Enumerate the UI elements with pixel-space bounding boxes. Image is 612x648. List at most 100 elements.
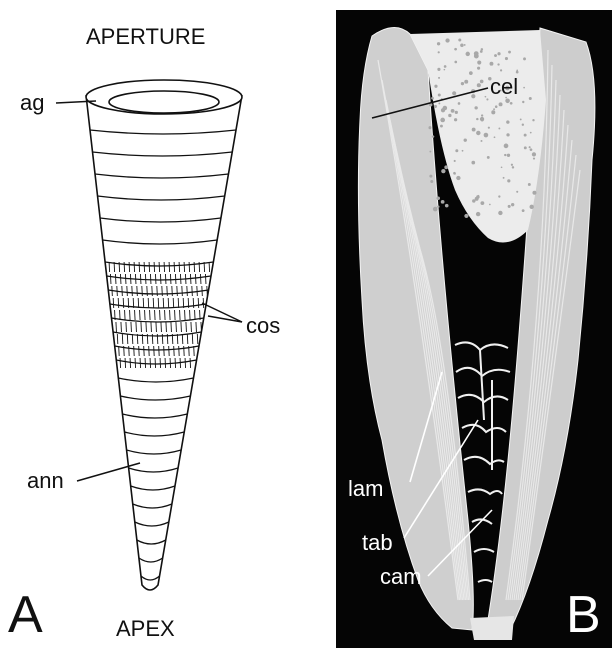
panel-a xyxy=(86,80,242,590)
speckle xyxy=(481,114,483,116)
speckle xyxy=(511,203,514,206)
costa-line xyxy=(167,286,168,296)
costa-line xyxy=(171,322,172,332)
costa-line xyxy=(194,262,195,272)
speckle xyxy=(445,38,449,42)
speckle xyxy=(476,212,480,216)
costa-line xyxy=(129,262,130,272)
speckle xyxy=(466,52,470,56)
annulation-line xyxy=(108,290,208,294)
costa-line xyxy=(150,358,151,368)
speckle xyxy=(533,158,535,160)
costa-line xyxy=(173,298,174,308)
speckle xyxy=(471,161,475,165)
speckle xyxy=(532,152,536,156)
costa-line xyxy=(160,310,161,320)
costa-line xyxy=(125,310,126,320)
speckle xyxy=(511,164,513,166)
costa-line xyxy=(207,286,208,296)
label-lam: lam xyxy=(348,476,383,501)
costa-line xyxy=(132,286,133,296)
costa-line xyxy=(131,322,132,332)
annulation-line xyxy=(93,152,233,156)
annulation-line xyxy=(133,504,172,508)
costa-line xyxy=(112,286,113,296)
costa-line xyxy=(114,262,115,272)
costa-line xyxy=(193,298,194,308)
costa-line xyxy=(120,358,121,368)
costa-line xyxy=(179,262,180,272)
costa-line xyxy=(137,286,138,296)
costa-line xyxy=(120,310,121,320)
speckle xyxy=(494,54,497,57)
costa-line xyxy=(126,322,127,332)
costa-line xyxy=(130,310,131,320)
speckle xyxy=(505,99,510,104)
costa-line xyxy=(134,262,135,272)
speckle xyxy=(481,118,484,121)
costa-line xyxy=(145,310,146,320)
speckle xyxy=(455,149,458,152)
costa-line xyxy=(175,274,176,284)
speckle xyxy=(477,83,481,87)
label-ann: ann xyxy=(27,468,64,493)
speckle xyxy=(453,109,455,111)
speckle xyxy=(437,206,439,208)
speckle xyxy=(484,133,489,138)
costa-line xyxy=(122,334,123,344)
costa-line xyxy=(129,346,130,356)
label-cos: cos xyxy=(246,313,280,338)
speckle xyxy=(523,87,525,89)
costa-line xyxy=(176,322,177,332)
speckle xyxy=(431,97,434,100)
costa-line xyxy=(189,346,190,356)
aperture-label: APERTURE xyxy=(86,24,205,49)
speckle xyxy=(437,42,440,45)
speckle xyxy=(433,207,438,212)
speckle xyxy=(438,51,440,53)
costa-line xyxy=(192,286,193,296)
costa-line xyxy=(172,334,173,344)
speckle xyxy=(434,105,437,108)
annulation-line xyxy=(122,414,187,418)
speckle xyxy=(499,102,503,106)
speckle xyxy=(464,138,467,141)
costa-line xyxy=(180,274,181,284)
speckle xyxy=(497,52,500,55)
costa-line xyxy=(132,334,133,344)
speckle xyxy=(476,131,480,135)
speckle xyxy=(445,204,449,208)
costa-line xyxy=(115,310,116,320)
costa-line xyxy=(160,358,161,368)
costa-line xyxy=(150,274,151,284)
costa-line xyxy=(182,334,183,344)
speckle xyxy=(429,151,431,153)
costa-line xyxy=(151,322,152,332)
speckle xyxy=(456,176,460,180)
annulation-line xyxy=(127,450,182,454)
costa-line xyxy=(187,286,188,296)
speckle xyxy=(512,166,514,168)
label-tab: tab xyxy=(362,530,393,555)
apex-fragment xyxy=(470,616,514,640)
costa-line xyxy=(187,334,188,344)
costa-line xyxy=(137,334,138,344)
costa-line xyxy=(165,310,166,320)
costa-line xyxy=(169,262,170,272)
costa-line xyxy=(168,298,169,308)
costa-line xyxy=(179,346,180,356)
speckle xyxy=(458,102,461,105)
speckle xyxy=(434,85,437,88)
costa-line xyxy=(178,298,179,308)
costa-line xyxy=(116,322,117,332)
annulation-line xyxy=(135,522,169,526)
costa-line xyxy=(195,310,196,320)
speckle xyxy=(454,118,457,121)
costa-line xyxy=(197,286,198,296)
costa-line xyxy=(183,298,184,308)
speckle xyxy=(498,195,500,197)
speckle xyxy=(480,201,484,205)
costa-line xyxy=(119,262,120,272)
costa-line xyxy=(140,274,141,284)
